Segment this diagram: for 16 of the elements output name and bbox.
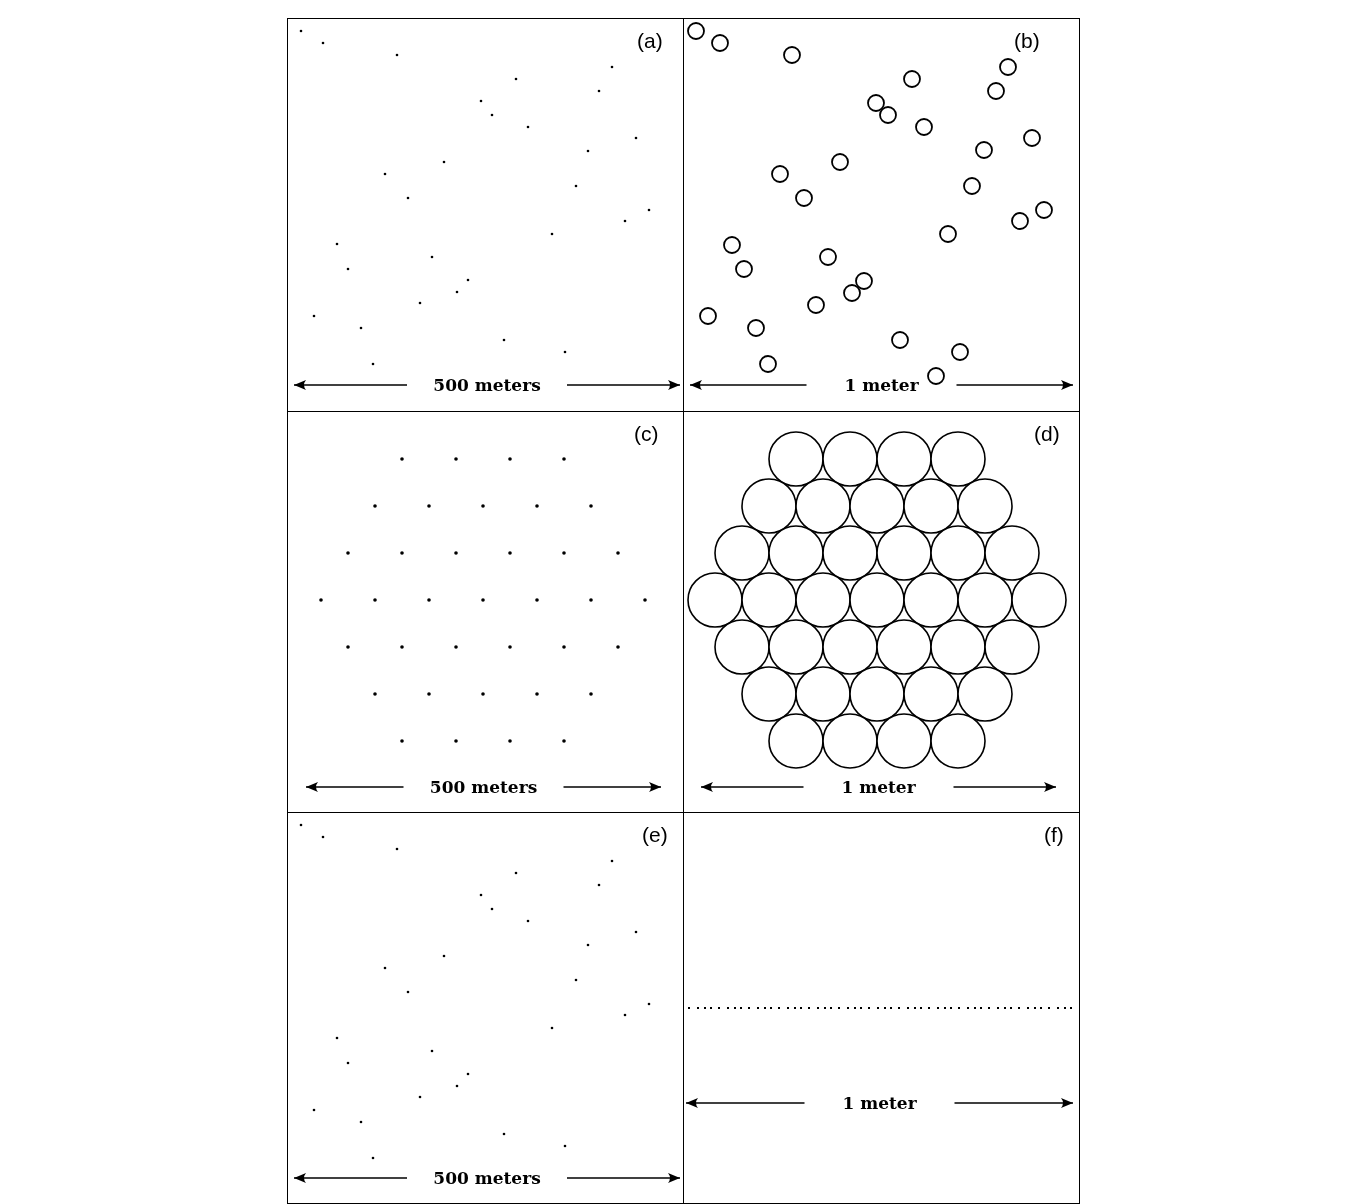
panel-label: (f): [1044, 823, 1064, 847]
panel-label: (a): [637, 29, 663, 53]
panel-label: (e): [642, 823, 668, 847]
dimension-label: 1 meter: [842, 1093, 917, 1113]
dimension-label: 500 meters: [433, 1168, 541, 1188]
panel: [287, 18, 684, 412]
dimension-label: 500 meters: [429, 777, 538, 797]
panel-label: (b): [1014, 29, 1040, 53]
dimension-label: 1 meter: [844, 375, 919, 395]
dimension-label: 1 meter: [841, 777, 916, 797]
panel: [683, 812, 1080, 1204]
panel-label: (d): [1034, 422, 1060, 446]
panel: [287, 812, 684, 1204]
dimension-label: 500 meters: [433, 375, 541, 395]
panel: [683, 18, 1080, 412]
panel-label: (c): [634, 422, 659, 446]
